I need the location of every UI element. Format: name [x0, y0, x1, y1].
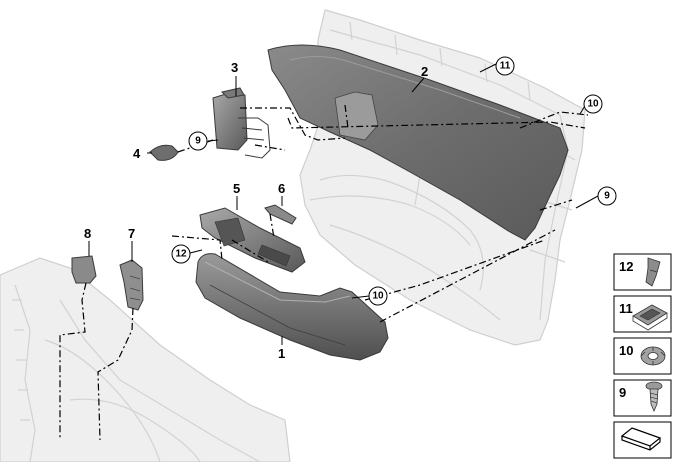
legend-item-11: 11: [613, 295, 672, 333]
circled-ref-10-bottom: 10: [368, 286, 388, 306]
circled-ref-11: 11: [495, 56, 515, 76]
kit-symbol-icon: [620, 427, 662, 451]
svg-text:10: 10: [372, 291, 384, 302]
callout-labels: 3 2 4 5 6 8 7 1: [84, 60, 428, 361]
screw-icon: [645, 381, 663, 413]
circled-references: 11 10 9 9 12 10: [171, 56, 617, 306]
clip-11-icon: [632, 304, 668, 331]
svg-text:10: 10: [587, 99, 599, 110]
svg-text:9: 9: [619, 385, 626, 400]
washer-nut-icon: [640, 346, 666, 366]
callout-7: 7: [128, 226, 135, 241]
svg-text:10: 10: [619, 343, 633, 358]
leader-lines: [88, 63, 599, 345]
door-frame-ghost-left: [0, 257, 291, 463]
legend-item-9: 9: [613, 379, 672, 417]
circled-ref-10-top: 10: [583, 94, 603, 114]
legend-item-kit: [613, 421, 672, 459]
callout-5: 5: [233, 181, 240, 196]
clip-12-icon: [645, 257, 661, 287]
svg-text:9: 9: [604, 191, 610, 202]
svg-text:12: 12: [619, 259, 633, 274]
circled-ref-9-right: 9: [597, 186, 617, 206]
callout-8: 8: [84, 226, 91, 241]
cap-part-4: [149, 144, 179, 161]
callout-1: 1: [278, 346, 285, 361]
svg-text:11: 11: [500, 61, 511, 72]
legend-item-12: 12: [613, 253, 672, 291]
callout-3: 3: [231, 60, 238, 75]
svg-text:11: 11: [619, 301, 633, 316]
bracket-part-7: [119, 259, 144, 311]
switch-bezel-5: [199, 207, 306, 273]
bracket-part-8: [71, 255, 97, 284]
callout-4: 4: [133, 146, 141, 161]
upper-trim-panel: [267, 44, 569, 241]
circled-ref-9-left: 9: [188, 131, 208, 151]
circled-ref-12: 12: [171, 244, 191, 264]
switch-module-3: [212, 87, 271, 159]
svg-text:12: 12: [175, 249, 187, 260]
armrest-part-1: [195, 253, 389, 361]
parts-legend: 12 11 10: [613, 253, 672, 459]
callout-6: 6: [278, 181, 285, 196]
trim-strip-6: [264, 204, 297, 225]
callout-2: 2: [421, 64, 428, 79]
legend-item-10: 10: [613, 337, 672, 375]
svg-text:9: 9: [195, 136, 201, 147]
